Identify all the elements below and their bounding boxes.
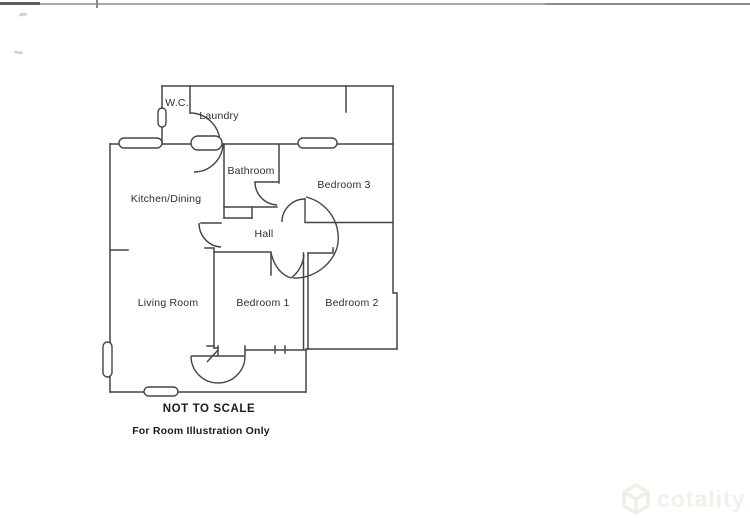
room-label-hall: Hall	[254, 228, 274, 240]
hall-left-door-arc	[198, 222, 222, 248]
room-label-bedroom-2: Bedroom 2	[325, 297, 379, 309]
front-wall-ticks	[274, 345, 286, 354]
wall-right	[392, 85, 398, 350]
bedroom1-door-petal	[270, 252, 305, 279]
kitchen-laundry-door-arc	[193, 142, 224, 173]
wall-hall-left-hook	[204, 247, 215, 253]
kitchen-window-marker	[118, 137, 163, 149]
room-label-bedroom-3: Bedroom 3	[317, 179, 371, 191]
watermark: cotality	[620, 482, 746, 516]
room-label-bathroom: Bathroom	[227, 165, 275, 177]
scan-line-dark-segment-right	[545, 3, 750, 5]
room-label-laundry: Laundry	[199, 110, 239, 122]
front-door-jambs	[217, 345, 246, 356]
wc-window-marker	[157, 107, 167, 128]
watermark-text: cotality	[657, 485, 746, 512]
cotality-logo-icon	[622, 483, 650, 515]
bathroom-door-arc	[254, 181, 278, 206]
bedroom3-door-arc	[281, 198, 306, 223]
wall-lines	[109, 85, 398, 393]
living-room-left-window-marker	[102, 341, 113, 378]
room-label-wc: W.C.	[165, 97, 189, 109]
bedroom3-window-marker	[297, 137, 338, 149]
caption-illustration-only: For Room Illustration Only	[132, 425, 270, 437]
front-door-swing	[190, 349, 246, 384]
hall-door-wing-upper	[305, 196, 339, 249]
scan-tick-artifact	[96, 0, 98, 8]
room-label-living-room: Living Room	[137, 297, 199, 309]
room-label-kitchen-dining: Kitchen/Dining	[130, 193, 202, 205]
room-label-bedroom-1: Bedroom 1	[236, 297, 290, 309]
caption-not-to-scale: NOT TO SCALE	[162, 403, 256, 415]
living-room-bottom-window-marker	[143, 386, 179, 397]
scan-line-artifact	[0, 3, 750, 5]
window-markers	[102, 107, 338, 397]
scan-line-dark-segment	[0, 2, 40, 5]
hall-door-wing-lower	[292, 247, 338, 279]
wall-bedroom2-top	[307, 247, 334, 254]
laundry-opening-marker	[190, 135, 223, 151]
